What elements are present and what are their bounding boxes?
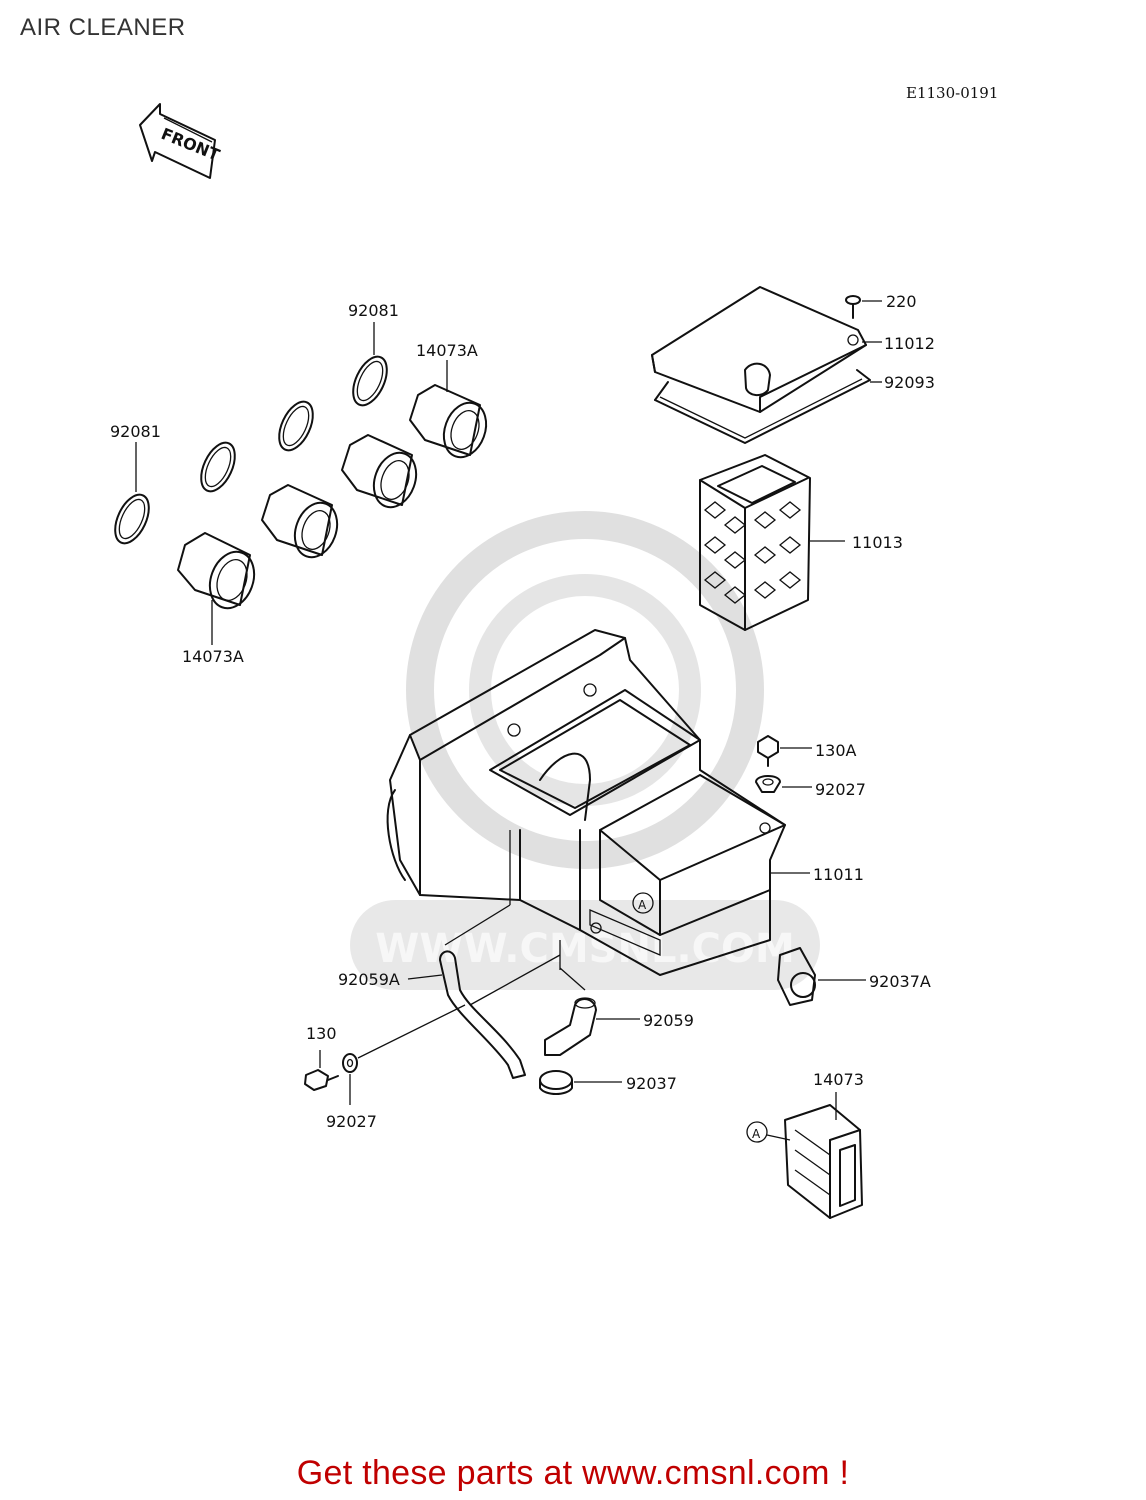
hose-92059 — [544, 967, 640, 1056]
label-ring-92081-top: 92081 — [348, 301, 399, 320]
bolt-130A — [757, 735, 812, 767]
clamp-92037 — [539, 1070, 622, 1095]
reference-marker-duct — [746, 1121, 768, 1143]
label-bolt-130A: 130A — [815, 741, 857, 760]
screw-220 — [845, 295, 882, 319]
promo-banner[interactable]: Get these parts at www.cmsnl.com ! — [296, 1454, 850, 1492]
holders-14073A — [177, 360, 488, 645]
svg-text:A: A — [638, 898, 647, 912]
label-bolt-130: 130 — [306, 1024, 337, 1043]
page-title: AIR CLEANER — [20, 14, 186, 41]
element-11013 — [699, 454, 845, 631]
front-arrow: FRONT — [139, 103, 222, 179]
o-rings-92081 — [114, 322, 388, 545]
reference-marker-case — [632, 892, 654, 914]
label-cover-11012: 11012 — [884, 334, 935, 353]
label-hose-92059: 92059 — [643, 1011, 694, 1030]
washer-92027-upper — [755, 775, 812, 793]
svg-text:A: A — [752, 1127, 761, 1141]
duct-14073: A — [746, 1092, 863, 1219]
label-washer-92027-upper: 92027 — [815, 780, 866, 799]
cover-11012 — [651, 286, 882, 413]
clamp-92037A — [777, 947, 866, 1006]
label-washer-92027-lower: 92027 — [326, 1112, 377, 1131]
washer-92027-lower — [342, 1004, 466, 1105]
case-11011: A — [386, 629, 810, 976]
label-clamp-92037: 92037 — [626, 1074, 677, 1093]
label-case-11011: 11011 — [813, 865, 864, 884]
label-holder-14073A-top: 14073A — [416, 341, 478, 360]
bolt-130 — [304, 1050, 339, 1091]
drawing-code: E1130-0191 — [906, 84, 999, 102]
label-gasket-92093: 92093 — [884, 373, 935, 392]
label-clamp-92037A: 92037A — [869, 972, 931, 991]
label-holder-14073A-bottom: 14073A — [182, 647, 244, 666]
label-hose-92059A: 92059A — [338, 970, 400, 989]
gasket-92093 — [654, 369, 882, 444]
label-ring-92081-left: 92081 — [110, 422, 161, 441]
hose-92059A — [407, 830, 561, 1079]
label-duct-14073: 14073 — [813, 1070, 864, 1089]
label-element-11013: 11013 — [852, 533, 903, 552]
label-screw-220: 220 — [886, 292, 917, 311]
